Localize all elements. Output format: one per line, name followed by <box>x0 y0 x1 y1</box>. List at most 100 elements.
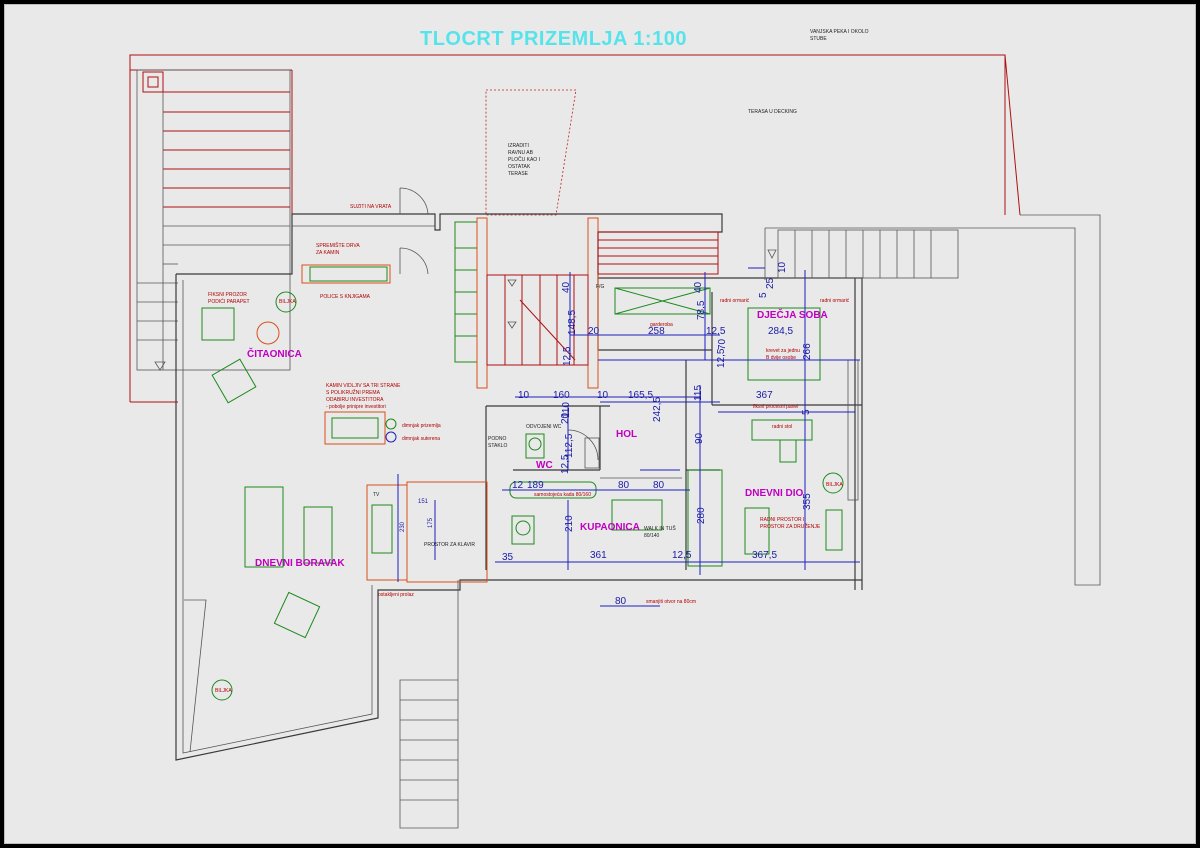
note-izraditi-4: OSTATAK <box>508 164 531 170</box>
note-izraditi-3: PLOČU KAO I <box>508 156 540 163</box>
note-staklo: STAKLO <box>488 443 507 449</box>
left-stair <box>136 69 291 371</box>
room-djecja-soba: DJEČJA SOBA <box>757 308 828 321</box>
note-radni-stol: radni stol <box>772 424 792 430</box>
dim-label: 165,5 <box>628 390 653 401</box>
room-dnevni-dio: DNEVNI DIO <box>745 488 804 499</box>
note-krevet-2: B dvije osobe <box>766 355 796 361</box>
dim-label: 242,5 <box>652 397 663 422</box>
room-kupaonica: KUPAONICA <box>580 522 640 533</box>
note-police: POLICE S KNJIGAMA <box>320 294 371 300</box>
dim-label: 175 <box>428 517 434 528</box>
note-prostor-klavir: PROSTOR ZA KLAVIR <box>424 542 475 548</box>
dim-label: 284,5 <box>768 326 793 337</box>
note-dimnjak-1: dimnjak prizemlja <box>402 423 441 429</box>
room-wc: WC <box>536 460 553 471</box>
floor-plan-drawing: TLOCRT PRIZEMLJA 1:100 <box>129 28 1101 829</box>
note-ormar-1: radni ormarić <box>720 298 750 304</box>
terrace-slab-dashed <box>485 89 577 216</box>
dim-label: 78,5 <box>696 300 707 320</box>
dim-label: 115 <box>693 385 704 401</box>
dim-label: 20 <box>588 326 600 337</box>
dim-label: 280 <box>696 507 707 524</box>
note-biljka-3: BILJKA <box>215 688 232 694</box>
dim-label: 12 <box>512 480 524 491</box>
note-samostojeca: samostojeća kada 80/160 <box>534 492 591 498</box>
dim-label: 80 <box>618 480 630 491</box>
dim-label: 12,5 <box>560 454 571 474</box>
internal-stair <box>454 217 719 389</box>
dim-label: 10 <box>518 390 530 401</box>
note-dimnjak-2: dimnjak suterena <box>402 436 440 442</box>
dim-label: 40 <box>561 281 572 293</box>
dim-label: 12,5 <box>716 348 727 368</box>
note-suziti: SUZITI NA VRATA <box>350 204 392 210</box>
note-fg: F/G <box>596 284 604 290</box>
note-spremiste-2: ZA KAMIN <box>316 250 340 256</box>
dim-label: 10 <box>777 261 788 273</box>
note-biljka-2: BILJKA <box>826 482 843 488</box>
note-krevet-1: krevet za jednu <box>766 348 800 354</box>
note-spremiste-1: SPREMIŠTE DRVA <box>316 242 360 249</box>
dim-label: 5 <box>801 409 812 415</box>
dim-label: 189 <box>527 480 544 491</box>
dim-label: 12,5 <box>672 550 692 561</box>
dim-label: 266 <box>802 343 813 360</box>
note-tv: TV <box>373 492 380 498</box>
note-izraditi-5: TERASE <box>508 171 529 177</box>
note-kamin-3: ODABIRU INVESTITORA <box>326 397 384 403</box>
note-stube: STUBE <box>810 36 827 42</box>
note-podno: PODNO <box>488 436 506 442</box>
note-kamin-2: S POLIKRUŽNI PREMA <box>326 388 381 396</box>
note-walkin-1: WALK IN TUŠ <box>644 525 676 532</box>
dim-label: 20 <box>560 412 571 424</box>
note-fiksni-2: PODIĆI PARAPET <box>208 298 250 305</box>
note-garderoba: garderoba <box>650 322 673 328</box>
dim-label: 148,5 <box>567 310 578 335</box>
dim-label: 25 <box>765 277 776 289</box>
dim-label: 35 <box>502 552 514 563</box>
note-radni-2: PROSTOR ZA DRUŽENJE <box>760 522 821 530</box>
note-fiksni-1: FIKSNI PROZOR <box>208 292 247 298</box>
dimension-lines <box>397 267 860 607</box>
dim-label: 80 <box>653 480 665 491</box>
dim-label: 80 <box>615 596 627 607</box>
note-izraditi-1: IZRADITI <box>508 143 529 149</box>
note-kamin-1: KAMIN VIDLJIV SA TRI STRANE <box>326 383 401 389</box>
dim-label: 367 <box>756 390 773 401</box>
plants <box>211 291 844 701</box>
note-kamin-4: - pobolje prinipre investitori <box>326 404 386 410</box>
dim-label: 10 <box>597 390 609 401</box>
dim-label: 112,5 <box>564 433 575 458</box>
dim-label: 367,5 <box>752 550 777 561</box>
dim-label: 160 <box>553 390 570 401</box>
note-odvojeni-wc: ODVOJENI WC <box>526 424 562 430</box>
dim-label: 12,5 <box>562 346 573 366</box>
note-vanjska: VANJSKA PEKA I OKOLO <box>810 29 869 35</box>
room-dnevni-boravak: DNEVNI BORAVAK <box>255 558 345 569</box>
dim-label: 5 <box>758 292 769 298</box>
dim-label: 355 <box>802 493 813 510</box>
dim-label: 110 <box>561 402 572 418</box>
note-fiksni-panel: fiksni procesni panel <box>753 404 798 410</box>
note-radni-1: RADNI PROSTOR I <box>760 517 804 523</box>
dim-label: 90 <box>694 432 705 444</box>
dim-label: 12,5 <box>706 326 726 337</box>
dim-label: 230 <box>400 521 406 532</box>
room-citaonica: ČITAONICA <box>247 347 302 360</box>
dim-label: 361 <box>590 550 607 561</box>
note-terasa: TERASA U DECKING <box>748 109 797 115</box>
note-ostakljeni: ostakljeni prolaz <box>378 592 414 598</box>
note-biljka-1: BILJKA <box>279 299 296 305</box>
dim-label: 210 <box>564 515 575 532</box>
dim-label: 151 <box>418 499 429 505</box>
drawing-sheet: TLOCRT PRIZEMLJA 1:100 <box>4 4 1196 844</box>
plan-title: TLOCRT PRIZEMLJA 1:100 <box>420 28 687 50</box>
doors <box>399 187 599 461</box>
note-smanjiti: smanjiti otvor na 80cm <box>646 599 696 605</box>
dim-label: 258 <box>648 326 665 337</box>
dim-label: 70 <box>717 338 728 350</box>
dim-label: 40 <box>693 281 704 293</box>
room-hol: HOL <box>616 429 637 440</box>
building-walls <box>175 213 1101 829</box>
